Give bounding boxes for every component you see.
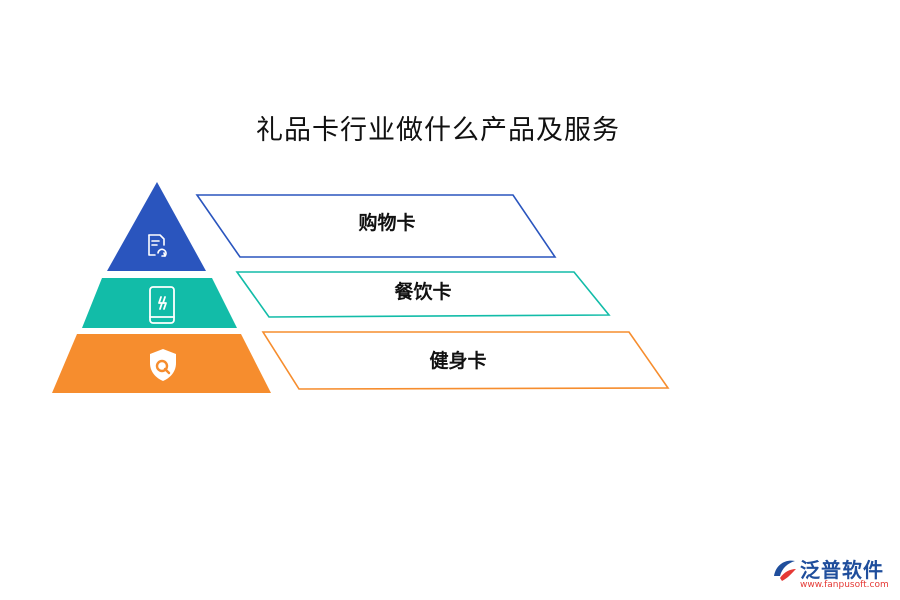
shield-search-icon xyxy=(150,349,176,381)
brand-logo-icon xyxy=(774,560,796,581)
brand-name: 泛普软件 xyxy=(800,558,884,582)
brand-logo-block: 泛普软件 www.fanpusoft.com xyxy=(770,552,895,596)
label-band-2 xyxy=(261,331,670,390)
pyramid-tier-top xyxy=(107,182,206,271)
label-band-1 xyxy=(235,271,611,318)
document-refresh-icon xyxy=(148,234,167,257)
brand-url: www.fanpusoft.com xyxy=(800,580,889,590)
page-title: 礼品卡行业做什么产品及服务 xyxy=(256,115,620,146)
mobile-phone-icon xyxy=(149,286,175,324)
label-1: 餐饮卡 xyxy=(394,280,451,303)
label-0: 购物卡 xyxy=(358,211,415,234)
label-2: 健身卡 xyxy=(429,349,486,372)
label-band-0 xyxy=(195,194,557,258)
